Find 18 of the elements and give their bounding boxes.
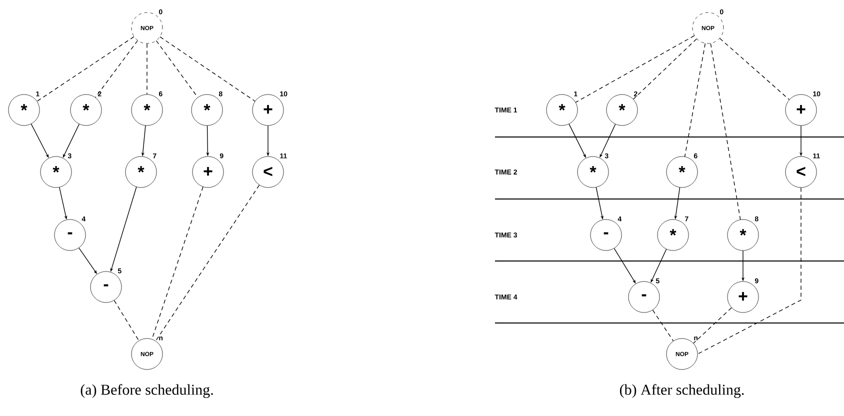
connector-line — [36, 36, 134, 102]
caption: (b) After scheduling. — [620, 384, 744, 398]
connector-line — [719, 38, 790, 100]
connector-line — [95, 40, 138, 98]
connector-line — [160, 36, 256, 102]
connector-line — [697, 187, 802, 354]
connector-line — [146, 43, 148, 95]
connector-line — [710, 43, 741, 220]
connector-line — [693, 307, 732, 344]
connector-line — [633, 38, 697, 100]
connector-line — [152, 186, 204, 340]
connector-line — [575, 35, 695, 103]
caption: (a) Before scheduling. — [80, 384, 213, 398]
connector-line — [114, 300, 140, 341]
connector-line — [652, 310, 674, 342]
connector-line — [155, 184, 260, 342]
connector-line — [684, 43, 706, 157]
connector-line — [156, 40, 198, 98]
